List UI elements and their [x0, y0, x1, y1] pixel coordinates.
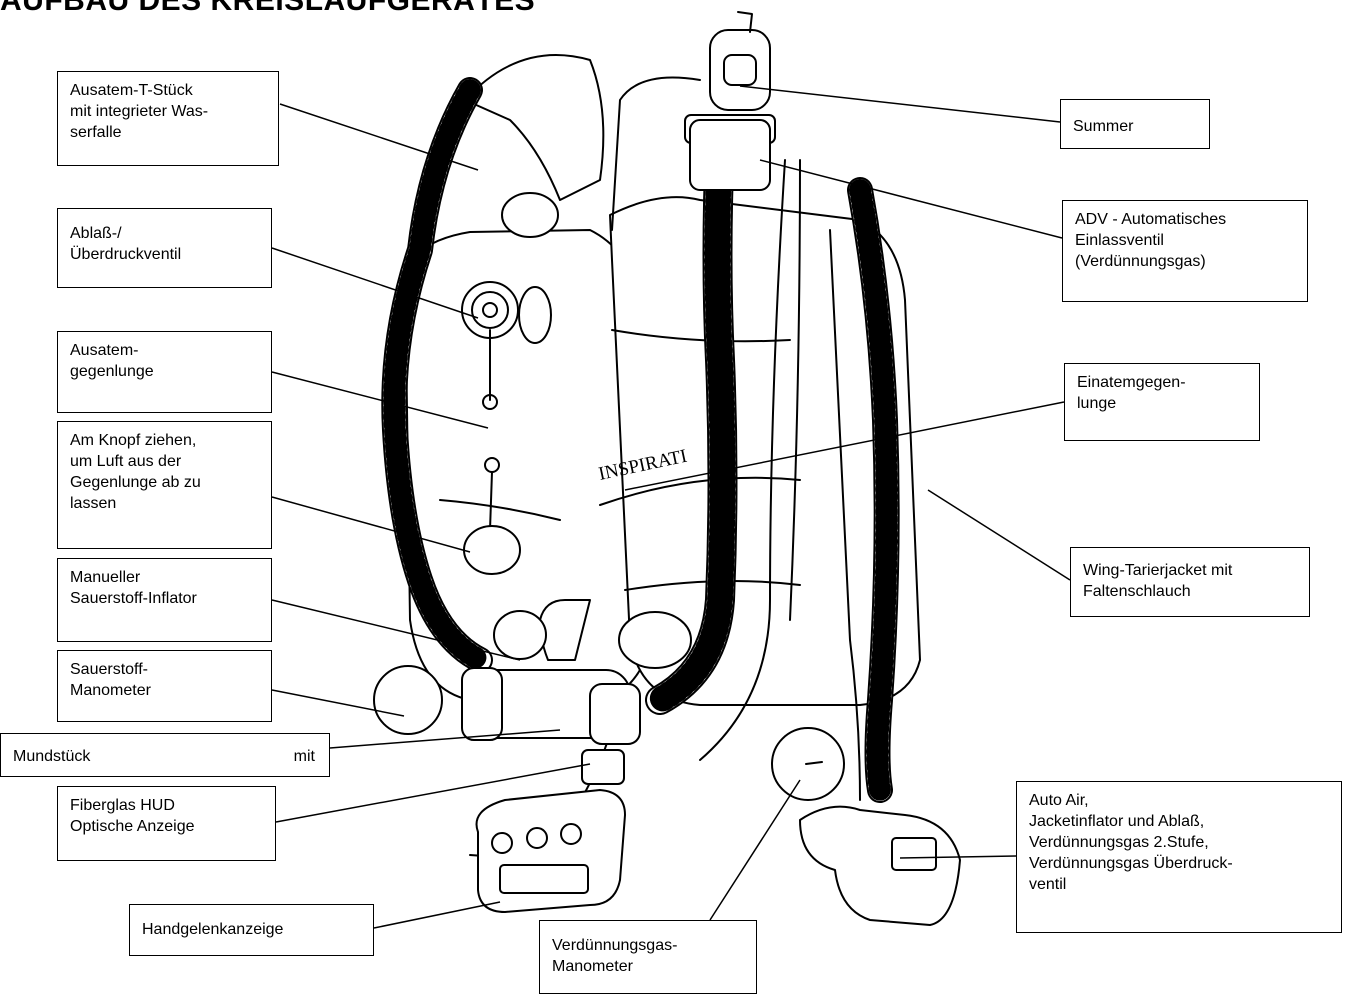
- oxygen-gauge: [374, 666, 442, 734]
- leader-verduennungsgas-manometer: [710, 780, 800, 920]
- leader-wing: [928, 490, 1070, 580]
- label-wing: Wing-Tarierjacket mit Faltenschlauch: [1070, 547, 1310, 617]
- label-knopf: Am Knopf ziehen, um Luft aus der Gegenlu…: [57, 421, 272, 549]
- leader-summer: [740, 86, 1060, 122]
- label-adv: ADV - Automatisches Einlassventil (Verdü…: [1062, 200, 1308, 302]
- label-sauerstoff-manometer: Sauerstoff- Manometer: [57, 650, 272, 722]
- label-ausatem-gegenlunge: Ausatem- gegenlunge: [57, 331, 272, 413]
- label-hud: Fiberglas HUD Optische Anzeige: [57, 786, 276, 861]
- pull-knob: [464, 526, 520, 574]
- top-loop-hose: [465, 55, 603, 200]
- label-handgelenk: Handgelenkanzeige: [129, 904, 374, 956]
- leader-handgelenk: [374, 902, 500, 928]
- label-summer: Summer: [1060, 99, 1210, 149]
- label-ausatem-t-stueck: Ausatem-T-Stück mit integrieter Was- ser…: [57, 71, 279, 166]
- buzzer: [710, 30, 770, 110]
- label-verduennungsgas-manometer: Verdünnungsgas- Manometer: [539, 920, 757, 994]
- label-inflator: Manueller Sauerstoff-Inflator: [57, 558, 272, 642]
- label-mundstueck: Mundstück mit: [0, 733, 330, 777]
- label-auto-air: Auto Air, Jacketinflator und Ablaß, Verd…: [1016, 781, 1342, 933]
- label-einatem: Einatemgegen- lunge: [1064, 363, 1260, 441]
- label-ablass: Ablaß-/ Überdruckventil: [57, 208, 272, 288]
